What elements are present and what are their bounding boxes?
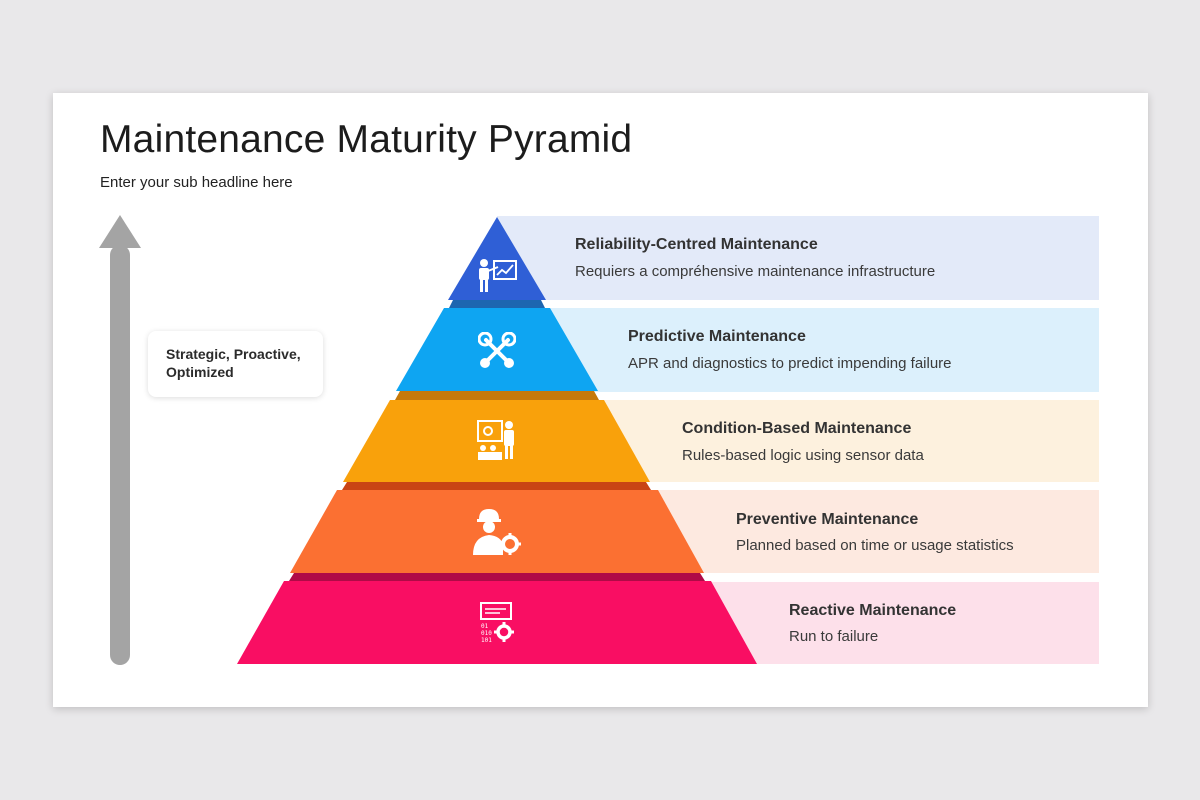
engineer-gear-icon	[473, 509, 521, 555]
svg-text:010: 010	[481, 630, 492, 637]
level-heading: Reliability-Centred Maintenance	[575, 236, 818, 253]
wrench-screwdriver-icon	[478, 332, 516, 368]
presenter-chart-icon	[479, 259, 517, 292]
level-heading: Condition-Based Maintenance	[682, 420, 912, 437]
pyramid-level-preventive-shadow	[342, 482, 651, 490]
pyramid-level-reactive	[237, 581, 757, 664]
page-title: Maintenance Maturity Pyramid	[100, 118, 633, 161]
pyramid-level-preventive	[290, 490, 704, 573]
level-heading: Preventive Maintenance	[736, 511, 919, 528]
side-label: Strategic, Proactive, Optimized	[148, 331, 323, 397]
pyramid-level-reactive-shadow	[289, 573, 705, 581]
level-band-reactive: Reactive Maintenance Run to failure	[711, 582, 1099, 664]
training-board-icon	[477, 420, 514, 460]
level-band-reliability: Reliability-Centred Maintenance Requiers…	[497, 216, 1099, 300]
level-description: APR and diagnostics to predict impending…	[628, 355, 952, 372]
level-band-predictive: Predictive Maintenance APR and diagnosti…	[550, 308, 1099, 392]
level-description: Planned based on time or usage statistic…	[736, 537, 1014, 554]
level-description: Rules-based logic using sensor data	[682, 447, 924, 464]
page-subtitle: Enter your sub headline here	[100, 174, 293, 191]
pyramid-level-predictive-shadow	[449, 300, 545, 308]
side-label-line1: Strategic, Proactive,	[166, 346, 301, 362]
level-description: Requiers a compréhensive maintenance inf…	[575, 263, 936, 280]
upward-arrow-icon	[99, 215, 141, 665]
level-description: Run to failure	[789, 628, 879, 645]
pyramid-level-condition-shadow	[395, 391, 599, 400]
level-heading: Reactive Maintenance	[789, 602, 957, 619]
svg-text:01: 01	[481, 623, 489, 630]
level-heading: Predictive Maintenance	[628, 328, 806, 345]
level-band-preventive: Preventive Maintenance Planned based on …	[658, 490, 1099, 573]
svg-text:101: 101	[481, 637, 492, 643]
side-label-line2: Optimized	[166, 364, 234, 380]
pyramid-level-reliability	[448, 217, 546, 300]
level-band-condition: Condition-Based Maintenance Rules-based …	[604, 400, 1099, 482]
code-gear-icon: 01 010 101	[480, 602, 514, 643]
